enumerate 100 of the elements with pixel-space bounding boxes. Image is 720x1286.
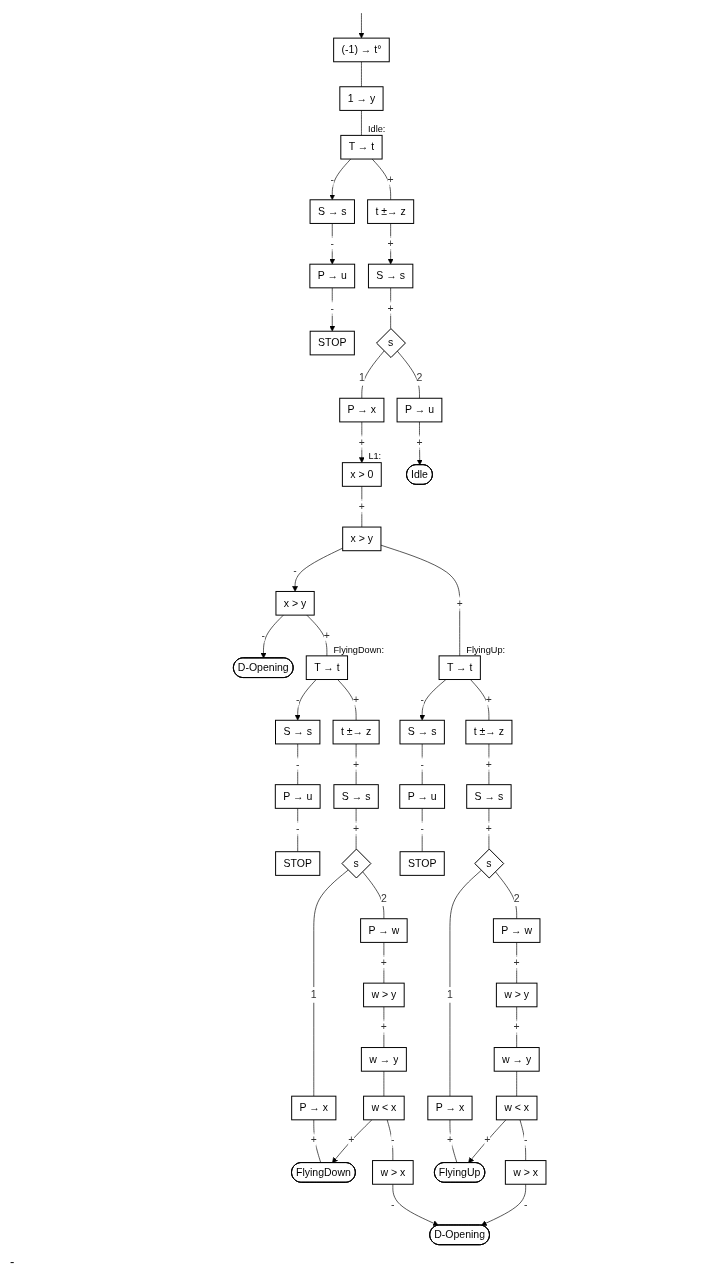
connector [361, 350, 385, 399]
connector [362, 871, 385, 920]
node-box: w < x [362, 1095, 405, 1121]
edge-label: + [387, 173, 394, 185]
edge-label: + [358, 500, 365, 512]
node-box: S → s [367, 263, 414, 289]
node-box: x > 0 [341, 462, 382, 487]
state-label: FlyingDown: [333, 644, 384, 655]
edge-label: 2 [416, 371, 423, 384]
node-box: S → s [333, 784, 379, 809]
node-box: t ±→ z [332, 719, 380, 745]
edge-label: + [323, 629, 330, 641]
node-diamond: s [474, 848, 505, 879]
edge-label: 1 [446, 989, 453, 1001]
node-box: 1 → y [339, 86, 384, 111]
edge-label: + [416, 436, 423, 448]
node-box: w → y [360, 1047, 407, 1072]
edge-label: 2 [513, 892, 520, 904]
node-box: S → s [399, 719, 445, 745]
connector [361, 61, 362, 88]
connector [516, 1070, 517, 1097]
node-box: T → t [340, 134, 383, 160]
state-label: FlyingUp: [466, 644, 505, 655]
node-box: S → s [466, 784, 512, 809]
edge-label: + [380, 956, 387, 969]
state-label: Idle: [367, 124, 386, 135]
connector [371, 158, 391, 201]
node-box: (-1) → t° [333, 37, 390, 63]
node-box: STOP [275, 851, 321, 876]
connector [494, 871, 517, 920]
node-box: w > x [371, 1160, 414, 1185]
edge-label: + [485, 693, 492, 706]
edge-label: + [513, 956, 520, 969]
node-box: t ±→ z [465, 719, 513, 745]
edge-label: - [295, 758, 300, 770]
node-box: P → u [309, 263, 356, 289]
note-text: - [10, 1254, 15, 1269]
connector [396, 350, 420, 399]
connector [337, 679, 357, 721]
node-box: w > y [362, 982, 405, 1008]
edge-label: - [523, 1134, 528, 1146]
node-diamond: s [341, 848, 372, 879]
edge-label: + [380, 1021, 387, 1033]
edge-label: - [523, 1198, 528, 1210]
edge-label: + [352, 822, 360, 834]
node-box: STOP [309, 330, 355, 356]
node-box: STOP [399, 851, 445, 876]
edge-label: - [390, 1198, 395, 1210]
node-box: w < x [495, 1095, 538, 1121]
node-box: P → u [274, 784, 321, 809]
connector [313, 869, 349, 1097]
node-box: x > y [275, 590, 315, 616]
node-box: P → x [427, 1095, 473, 1121]
node-box: T → t [438, 655, 481, 680]
edge-label: + [387, 302, 394, 314]
connector [383, 1070, 385, 1097]
edge-label: + [352, 758, 360, 770]
edge-label: + [485, 822, 492, 834]
edge-label: - [330, 237, 334, 250]
edge-label: + [456, 597, 463, 609]
edge-label: + [513, 1021, 520, 1033]
edge-label: + [485, 758, 492, 770]
node-box: P → x [339, 397, 385, 423]
node-box: w > y [495, 982, 538, 1008]
node-box: P → u [399, 784, 445, 809]
edge-label: - [295, 822, 300, 834]
edge-label: - [330, 302, 334, 314]
node-box: S → s [309, 199, 355, 224]
edge-label: + [352, 693, 360, 706]
edge-label: - [330, 173, 334, 185]
node-box: P → w [360, 918, 408, 943]
node-box: S → s [274, 719, 321, 745]
edge-label: + [358, 436, 365, 448]
edge-label: + [387, 237, 394, 250]
edge-label: + [310, 1134, 317, 1146]
node-box: P → x [291, 1095, 337, 1121]
edge-label: 1 [358, 371, 365, 384]
edge-label: + [484, 1134, 491, 1146]
edge-label: + [348, 1134, 355, 1146]
node-diamond: s [375, 328, 406, 358]
connector [380, 544, 460, 657]
edge-label: + [446, 1134, 453, 1146]
edge-label: 2 [380, 892, 387, 904]
node-box: P → w [492, 918, 541, 943]
node-box: T → t [305, 655, 348, 680]
connector [449, 870, 482, 1097]
edge-label: - [420, 822, 424, 834]
node-box: t ±→ z [367, 199, 415, 224]
edge-label: - [293, 565, 297, 577]
edge-label: - [390, 1134, 395, 1146]
node-box: x > y [342, 526, 382, 552]
connector [361, 110, 362, 136]
node-box: P → u [396, 397, 443, 423]
edge-label: - [295, 693, 300, 706]
edge-label: - [420, 758, 424, 770]
edge-label: - [261, 629, 265, 641]
node-box: w → y [493, 1047, 540, 1072]
edge-label: 1 [310, 989, 317, 1001]
node-box: w > x [504, 1160, 547, 1185]
state-label: L1: [368, 451, 382, 462]
